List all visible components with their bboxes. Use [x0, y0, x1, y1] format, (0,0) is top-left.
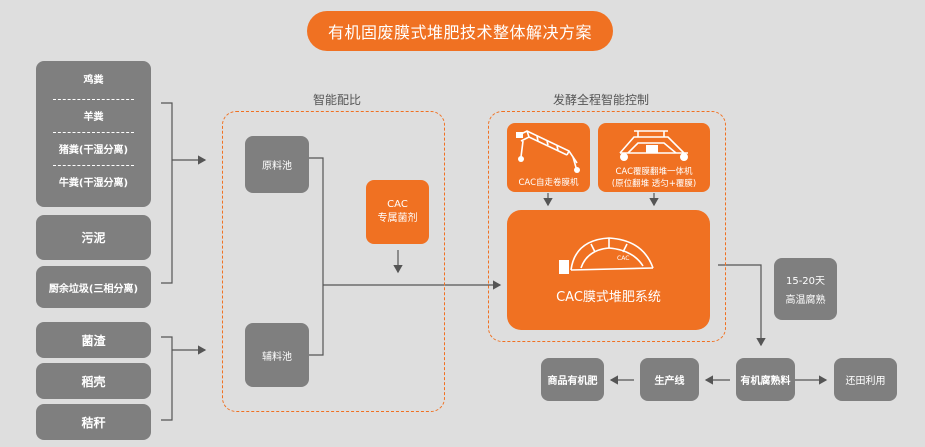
control-section-label: 发酵全程智能控制 — [553, 93, 650, 107]
dash-divider — [53, 99, 134, 100]
source-pig-manure: 猪粪(干湿分离) — [58, 145, 129, 156]
agent-label-line1: CAC — [387, 199, 408, 210]
mixing-frame — [222, 111, 445, 412]
page-title: 有机固废膜式堆肥技术整体解决方案 — [307, 11, 613, 51]
cac-bacteria-agent: CAC 专属菌剂 — [366, 180, 429, 244]
system-to-organic-arrow — [718, 264, 766, 347]
return-to-field: 还田利用 — [834, 358, 897, 401]
turner-label-line1: CAC覆膜翻堆一体机 — [615, 167, 693, 177]
self-propelled-film-roller: CAC自走卷膜机 — [507, 123, 590, 192]
control-frame — [488, 111, 726, 342]
dash-divider — [53, 165, 134, 166]
source-rice-husk: 稻壳 — [36, 363, 151, 399]
source-straw: 秸秆 — [36, 404, 151, 440]
maturation-days: 15-20天 — [785, 276, 826, 287]
source-chicken-manure: 鸡粪 — [83, 75, 104, 86]
cover-turner-machine: CAC覆膜翻堆一体机 (原位翻堆 透匀+覆膜) — [598, 123, 710, 192]
compost-cover-icon: CAC — [559, 237, 654, 274]
source-bracket-bottom — [161, 336, 173, 421]
source-fungus-residue: 菌渣 — [36, 322, 151, 358]
mixing-bracket — [309, 157, 324, 356]
film-roller-label: CAC自走卷膜机 — [518, 178, 579, 188]
dash-divider — [53, 132, 134, 133]
agent-label-line2: 专属菌剂 — [377, 213, 418, 224]
film-roller-icon — [516, 130, 580, 173]
turner-label-line2: (原位翻堆 透匀+覆膜) — [611, 179, 697, 189]
commercial-organic-fertilizer: 商品有机肥 — [541, 358, 604, 401]
high-temp-maturation: 15-20天 高温腐熟 — [774, 258, 837, 320]
organic-matured-material: 有机腐熟料 — [736, 358, 795, 401]
source-sheep-manure: 羊粪 — [83, 112, 104, 123]
raw-material-pool: 原料池 — [245, 136, 309, 193]
auxiliary-material-pool: 辅料池 — [245, 323, 309, 387]
manure-source-group: 鸡粪 羊粪 猪粪(干湿分离) 牛粪(干湿分离) — [36, 61, 151, 207]
source-bracket-top — [161, 102, 173, 284]
production-line: 生产线 — [640, 358, 699, 401]
source-sludge: 污泥 — [36, 215, 151, 260]
source-cattle-manure: 牛粪(干湿分离) — [58, 178, 129, 189]
system-label: CAC膜式堆肥系统 — [556, 290, 661, 305]
turner-machine-icon — [619, 130, 688, 161]
mixing-section-label: 智能配比 — [313, 93, 362, 107]
maturation-label: 高温腐熟 — [785, 295, 826, 306]
cac-membrane-compost-system: CAC CAC膜式堆肥系统 — [507, 210, 710, 330]
source-kitchen-waste: 厨余垃圾(三相分离) — [36, 266, 151, 308]
cover-mark: CAC — [617, 255, 629, 262]
